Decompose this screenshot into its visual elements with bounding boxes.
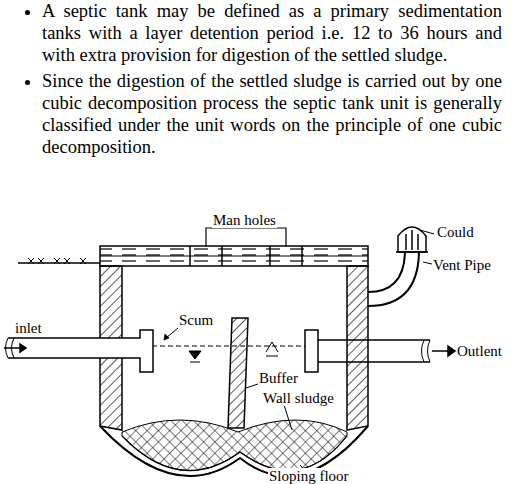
bullet-text: Since the digestion of the settled sludg… [42, 70, 502, 158]
outlet-label: Outlent [456, 343, 503, 359]
bullet-text: A septic tank may be defined as a primar… [42, 0, 502, 66]
baffle-label: Buffer [258, 370, 299, 386]
floor-label: Sloping floor [268, 468, 350, 484]
scum-label: Scum [178, 312, 214, 328]
cowl-label: Could [436, 224, 475, 240]
vent-pipe-label: Vent Pipe [432, 257, 492, 273]
inlet-label: inlet [14, 320, 43, 336]
bullet-list: A septic tank may be defined as a primar… [20, 0, 502, 162]
sludge-label: Wall sludge [262, 390, 335, 406]
manhole-label: Man holes [212, 212, 277, 228]
